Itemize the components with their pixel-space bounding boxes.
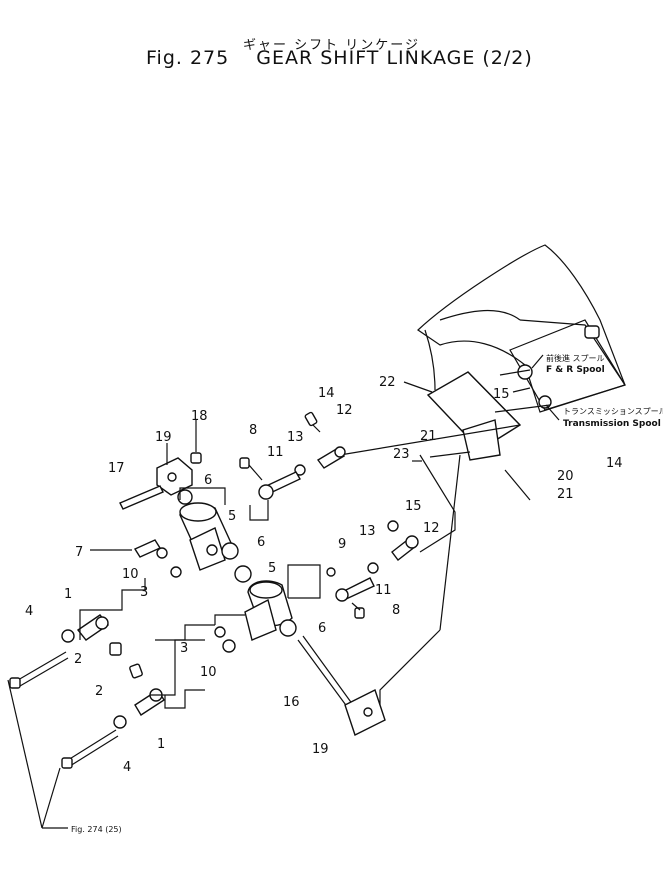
callout-7: 7 (75, 545, 83, 560)
callout-numbers: 22 15 14 12 18 8 11 13 19 17 6 5 7 10 3 … (25, 375, 623, 775)
callout-5: 5 (268, 561, 276, 576)
lower-pivot-cylinder (214, 580, 297, 653)
callout-8: 8 (392, 603, 400, 618)
callout-11: 11 (267, 445, 284, 460)
left-rod-ends (9, 614, 165, 769)
callout-10: 10 (122, 567, 139, 582)
callout-13: 13 (287, 430, 304, 445)
callout-4: 4 (123, 760, 131, 775)
transmission-spool-label-jp: トランスミッションスプール (563, 407, 663, 416)
callout-14: 14 (318, 386, 335, 401)
callout-5: 5 (228, 509, 236, 524)
callout-16: 16 (283, 695, 300, 710)
callout-10: 10 (200, 665, 217, 680)
callout-6: 6 (204, 473, 212, 488)
callout-12: 12 (336, 403, 353, 418)
figure-title: Fig. 275 GEAR SHIFT LINKAGE (2/2) (146, 47, 533, 69)
callout-3: 3 (180, 641, 188, 656)
long-rod-16 (297, 635, 386, 736)
callout-23: 23 (393, 447, 410, 462)
title-japanese: ギャー シフト リンケージ (242, 38, 420, 53)
bracket-22 (426, 371, 522, 461)
callout-20: 20 (557, 469, 574, 484)
callout-11: 11 (375, 583, 392, 598)
upper-lever-assembly (119, 452, 202, 510)
callout-22: 22 (379, 375, 396, 390)
callout-15: 15 (493, 387, 510, 402)
callout-14: 14 (606, 456, 623, 471)
spool-annotations: 前後進 スプール F & R Spool トランスミッションスプール Trans… (42, 353, 663, 834)
callout-8: 8 (249, 423, 257, 438)
callout-4: 4 (25, 604, 33, 619)
figure-reference: Fig. 274 (25) (71, 825, 122, 834)
callout-1: 1 (157, 737, 165, 752)
callout-21: 21 (420, 429, 437, 444)
callout-9: 9 (338, 537, 346, 552)
upper-linkage (239, 411, 346, 500)
callout-6: 6 (257, 535, 265, 550)
fr-spool-label: F & R Spool (546, 365, 605, 375)
callout-21: 21 (557, 487, 574, 502)
figure-number: Fig. 275 (146, 47, 230, 69)
upper-pivot-cylinder (133, 502, 252, 583)
callout-15: 15 (405, 499, 422, 514)
callout-12: 12 (423, 521, 440, 536)
callout-2: 2 (95, 684, 103, 699)
callout-18: 18 (191, 409, 208, 424)
connection-lines (7, 454, 531, 829)
callout-17: 17 (108, 461, 125, 476)
transmission-spool-label: Transmission Spool (563, 419, 661, 429)
callout-1: 1 (64, 587, 72, 602)
callout-3: 3 (140, 585, 148, 600)
callout-13: 13 (359, 524, 376, 539)
callout-19: 19 (312, 742, 329, 757)
figure-name: GEAR SHIFT LINKAGE (2/2) (256, 47, 533, 69)
callout-2: 2 (74, 652, 82, 667)
callout-leaders (90, 354, 560, 551)
callout-6: 6 (318, 621, 326, 636)
fr-spool-label-jp: 前後進 スプール (546, 353, 605, 363)
lower-linkage-right (326, 520, 419, 619)
callout-19: 19 (155, 430, 172, 445)
